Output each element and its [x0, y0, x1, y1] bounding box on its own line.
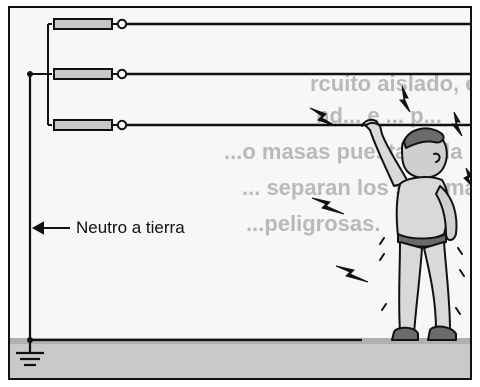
illustration-frame: rcuito aislado, en este caso nd... e ...…	[8, 6, 472, 380]
lightning-bolt-icon	[463, 167, 470, 185]
circuit-diagram	[10, 18, 470, 378]
neutral-node	[27, 71, 33, 77]
fuse-icon	[53, 18, 128, 30]
lightning-bolt-icon	[309, 107, 337, 127]
power-lines	[124, 22, 470, 127]
arrow-left-icon	[31, 221, 70, 235]
ground-symbol-icon	[16, 340, 44, 367]
lightning-bolt-icon	[398, 85, 411, 113]
ground-surface	[10, 338, 470, 378]
fuse-icon	[53, 119, 128, 131]
source-bus	[30, 23, 52, 126]
lightning-bolt-icon	[450, 111, 463, 137]
person-shocked-icon	[361, 118, 465, 341]
lightning-bolt-icon	[335, 265, 369, 283]
lightning-bolt-icon	[311, 197, 345, 215]
fuse-icon	[53, 68, 128, 80]
neutral-conductor	[28, 74, 362, 342]
neutral-label: Neutro a tierra	[76, 218, 185, 237]
